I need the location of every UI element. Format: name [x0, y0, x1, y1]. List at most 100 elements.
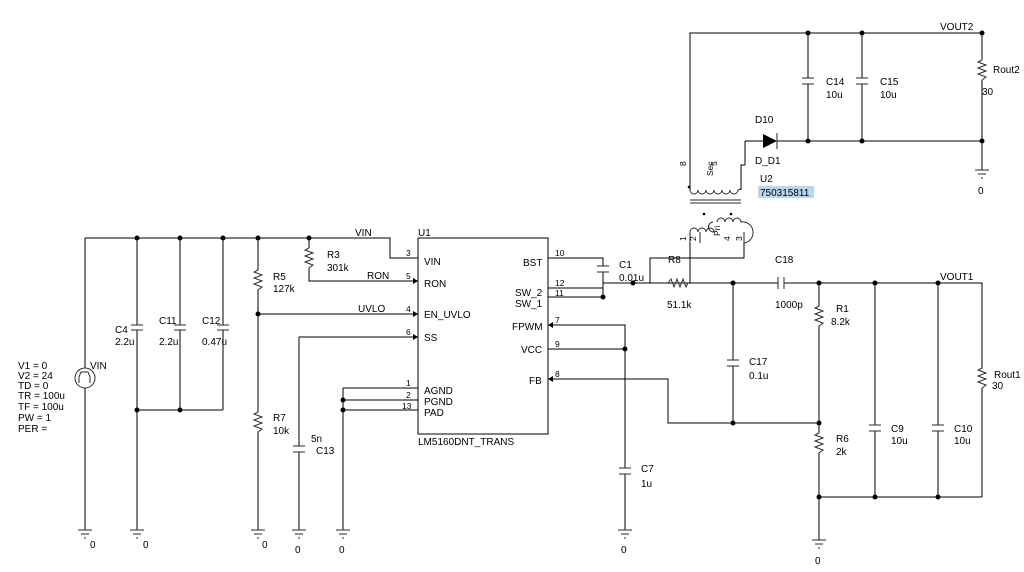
- ground-icon: 0: [336, 529, 350, 556]
- svg-text:VCC: VCC: [521, 345, 542, 356]
- svg-text:0: 0: [262, 540, 268, 551]
- svg-text:BST: BST: [523, 258, 542, 269]
- svg-text:C9: C9: [891, 424, 904, 435]
- svg-text:C13: C13: [316, 446, 335, 457]
- svg-text:Rout2: Rout2: [993, 65, 1020, 76]
- svg-text:0: 0: [143, 540, 149, 551]
- ground-icon: 0: [251, 529, 268, 551]
- grounds: 0 0 0 0 0 0 0 0: [78, 169, 989, 567]
- capacitor-c11: C11 2.2u: [159, 316, 186, 348]
- svg-text:0: 0: [90, 540, 96, 551]
- vin-source: VIN V1 = 0 V2 = 24 TD = 0 TR = 100u TF =…: [18, 361, 107, 435]
- svg-text:30: 30: [982, 87, 994, 98]
- svg-text:1: 1: [406, 378, 411, 388]
- source-param: PW = 1: [18, 413, 52, 424]
- svg-text:2: 2: [688, 236, 698, 241]
- svg-text:10: 10: [555, 248, 565, 258]
- svg-text:30: 30: [992, 381, 1004, 392]
- svg-text:C15: C15: [880, 77, 899, 88]
- source-param: PER =: [18, 424, 47, 435]
- svg-text:EN_UVLO: EN_UVLO: [424, 310, 471, 321]
- svg-text:Pri: Pri: [712, 226, 722, 237]
- source-ref: VIN: [90, 361, 107, 372]
- svg-text:D_D1: D_D1: [755, 156, 781, 167]
- svg-text:301k: 301k: [327, 263, 350, 274]
- svg-text:SW_1: SW_1: [515, 299, 543, 310]
- svg-text:12: 12: [555, 278, 565, 288]
- resistor-r3: R3 301k: [303, 247, 350, 274]
- svg-text:5: 5: [406, 271, 411, 281]
- capacitor-c15: C15 10u: [856, 77, 899, 101]
- svg-text:C7: C7: [641, 464, 654, 475]
- svg-text:C4: C4: [115, 325, 128, 336]
- part-highlight: [758, 186, 814, 198]
- svg-text:10k: 10k: [273, 426, 290, 437]
- capacitor-c4: C4 2.2u: [115, 324, 143, 348]
- svg-text:13: 13: [402, 401, 412, 411]
- svg-text:2: 2: [406, 390, 411, 400]
- diode-d10: D10 D_D1: [755, 115, 781, 167]
- svg-text:RON: RON: [424, 279, 446, 290]
- svg-text:R6: R6: [836, 434, 849, 445]
- svg-text:1u: 1u: [641, 479, 652, 490]
- junctions: [134, 30, 985, 500]
- svg-text:PAD: PAD: [424, 408, 444, 419]
- net-label-vin: VIN: [355, 228, 372, 239]
- svg-text:2.2u: 2.2u: [159, 337, 178, 348]
- svg-text:11: 11: [555, 288, 564, 298]
- ground-icon: 0: [130, 529, 149, 551]
- svg-text:R5: R5: [273, 272, 286, 283]
- svg-text:FB: FB: [529, 376, 542, 387]
- svg-text:2.2u: 2.2u: [115, 337, 134, 348]
- ground-icon: 0: [812, 539, 826, 567]
- svg-text:U2: U2: [760, 174, 773, 185]
- svg-text:AGND: AGND: [424, 386, 453, 397]
- pulse-symbol-icon: [78, 371, 91, 383]
- capacitor-c9: C9 10u: [869, 424, 908, 447]
- resistor-r8: R8 51.1k: [667, 255, 692, 311]
- svg-text:0: 0: [339, 545, 345, 556]
- svg-text:127k: 127k: [273, 284, 296, 295]
- svg-text:10u: 10u: [954, 436, 971, 447]
- svg-text:8.2k: 8.2k: [831, 317, 851, 328]
- svg-text:0: 0: [295, 545, 301, 556]
- svg-text:9: 9: [555, 339, 560, 349]
- resistor-r1: R1 8.2k: [813, 304, 851, 328]
- transformer-u2: 8 5 Sec 1 2 4 3 Pri U2 750315811: [678, 161, 814, 244]
- svg-text:FPWM: FPWM: [512, 322, 543, 333]
- svg-text:C18: C18: [775, 255, 794, 266]
- svg-text:6: 6: [406, 327, 411, 337]
- svg-text:C10: C10: [954, 424, 973, 435]
- svg-text:R3: R3: [327, 250, 340, 261]
- capacitor-c12: C12 0.47u: [202, 316, 229, 348]
- source-param: V2 = 24: [18, 371, 53, 382]
- ground-icon: 0: [618, 529, 632, 556]
- svg-text:0: 0: [621, 545, 627, 556]
- svg-text:Sec: Sec: [705, 161, 715, 176]
- svg-text:0.1u: 0.1u: [749, 371, 768, 382]
- svg-text:4: 4: [722, 236, 732, 241]
- source-param: TF = 100u: [18, 402, 64, 413]
- svg-text:10u: 10u: [880, 90, 897, 101]
- svg-text:5n: 5n: [311, 434, 322, 445]
- svg-text:0: 0: [815, 556, 821, 567]
- capacitor-c14: C14 10u: [802, 77, 845, 101]
- ground-icon: 0: [78, 529, 96, 551]
- svg-text:1: 1: [678, 236, 688, 241]
- svg-text:5: 5: [709, 161, 719, 166]
- svg-text:SS: SS: [424, 333, 438, 344]
- resistor-r5: R5 127k: [252, 269, 296, 295]
- capacitor-c1: C1 0.01u: [597, 260, 644, 284]
- diode-icon: [763, 134, 777, 148]
- ic-ref: U1: [418, 228, 431, 239]
- svg-text:C12: C12: [202, 316, 221, 327]
- svg-text:C17: C17: [749, 357, 768, 368]
- svg-text:8: 8: [678, 161, 688, 166]
- svg-text:7: 7: [555, 315, 560, 325]
- svg-text:0.01u: 0.01u: [619, 273, 644, 284]
- svg-text:D10: D10: [755, 115, 774, 126]
- svg-text:R1: R1: [836, 304, 849, 315]
- svg-text:3: 3: [734, 236, 744, 241]
- ground-icon: 0: [292, 529, 306, 556]
- resistor-r6: R6 2k: [813, 432, 849, 458]
